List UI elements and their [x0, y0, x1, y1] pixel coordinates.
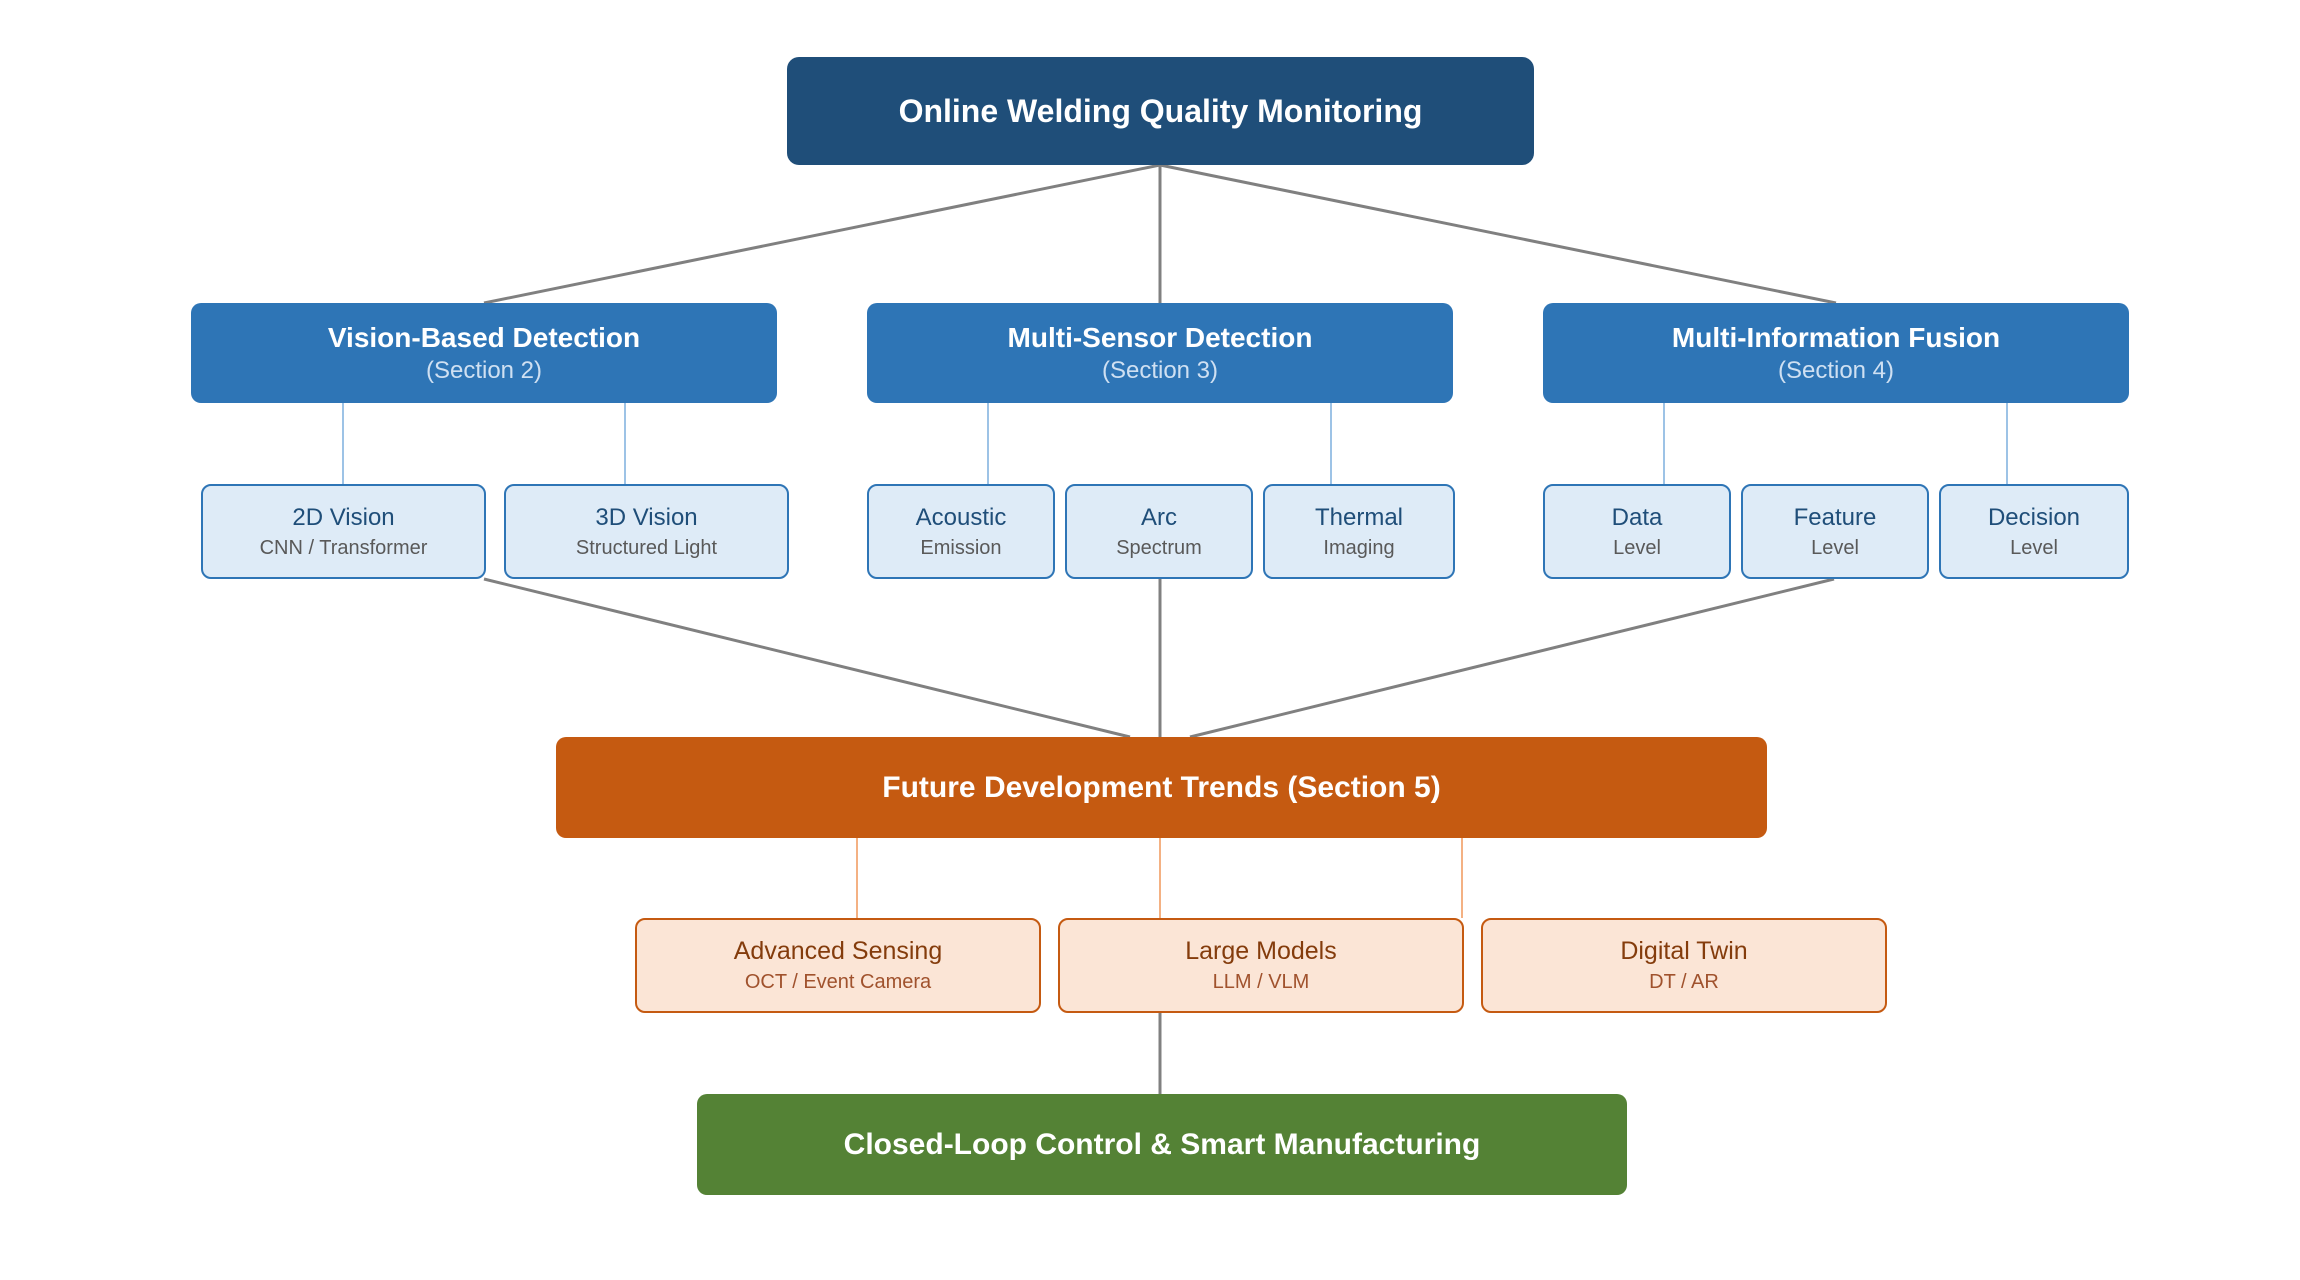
- section-title: Vision-Based Detection: [327, 322, 641, 353]
- method-subtitle: Imaging: [1323, 536, 1395, 559]
- method-data-level-node: Data Level: [1543, 484, 1731, 579]
- method-acoustic-node: Acoustic Emission: [867, 484, 1055, 579]
- root-title: Online Welding Quality Monitoring: [898, 92, 1423, 129]
- connector-feature-future: [1189, 577, 1835, 739]
- trend-large-models-node: Large Models LLM / VLM: [1058, 918, 1464, 1013]
- trend-subtitle: OCT / Event Camera: [744, 971, 932, 993]
- method-feature-level-node: Feature Level: [1741, 484, 1929, 579]
- section-fusion-node: Multi-Information Fusion (Section 4): [1543, 303, 2129, 403]
- trend-subtitle: LLM / VLM: [1212, 971, 1310, 993]
- method-subtitle: Level: [1613, 536, 1661, 559]
- section-title: Multi-Information Fusion: [1671, 322, 2001, 353]
- method-2d-vision-node: 2D Vision CNN / Transformer: [201, 484, 486, 579]
- method-subtitle: Level: [1811, 536, 1859, 559]
- method-subtitle: Emission: [920, 536, 1002, 559]
- trend-digital-twin-node: Digital Twin DT / AR: [1481, 918, 1887, 1013]
- trend-advanced-sensing-node: Advanced Sensing OCT / Event Camera: [635, 918, 1041, 1013]
- connector-root-vision: [483, 163, 1161, 305]
- method-3d-vision-node: 3D Vision Structured Light: [504, 484, 789, 579]
- connector-root-fusion: [1159, 163, 1837, 305]
- section-subtitle: (Section 2): [425, 357, 543, 384]
- root-node: Online Welding Quality Monitoring: [787, 57, 1534, 165]
- method-title: Feature: [1793, 503, 1877, 531]
- trend-title: Large Models: [1185, 937, 1337, 965]
- trend-title: Advanced Sensing: [733, 937, 943, 965]
- future-trends-node: Future Development Trends (Section 5): [556, 737, 1767, 838]
- method-title: Arc: [1141, 503, 1177, 531]
- method-title: 3D Vision: [595, 503, 698, 531]
- method-title: Decision: [1987, 503, 2081, 531]
- method-thermal-node: Thermal Imaging: [1263, 484, 1455, 579]
- method-subtitle: Level: [2010, 536, 2058, 559]
- method-arc-node: Arc Spectrum: [1065, 484, 1253, 579]
- closed-loop-node: Closed-Loop Control & Smart Manufacturin…: [697, 1094, 1627, 1195]
- section-subtitle: (Section 3): [1101, 357, 1219, 384]
- section-subtitle: (Section 4): [1777, 357, 1895, 384]
- method-subtitle: CNN / Transformer: [259, 536, 428, 559]
- connector-2d-future: [483, 577, 1131, 739]
- method-subtitle: Structured Light: [575, 536, 718, 559]
- future-title: Future Development Trends (Section 5): [882, 770, 1441, 804]
- method-subtitle: Spectrum: [1116, 536, 1202, 559]
- section-title: Multi-Sensor Detection: [1007, 322, 1313, 353]
- method-title: Acoustic: [915, 503, 1007, 531]
- section-vision-node: Vision-Based Detection (Section 2): [191, 303, 777, 403]
- trend-subtitle: DT / AR: [1649, 971, 1719, 993]
- method-decision-level-node: Decision Level: [1939, 484, 2129, 579]
- method-title: Thermal: [1314, 503, 1404, 531]
- section-multisensor-node: Multi-Sensor Detection (Section 3): [867, 303, 1453, 403]
- method-title: 2D Vision: [292, 503, 395, 531]
- method-title: Data: [1611, 503, 1663, 531]
- final-title: Closed-Loop Control & Smart Manufacturin…: [843, 1127, 1481, 1161]
- trend-title: Digital Twin: [1620, 937, 1748, 965]
